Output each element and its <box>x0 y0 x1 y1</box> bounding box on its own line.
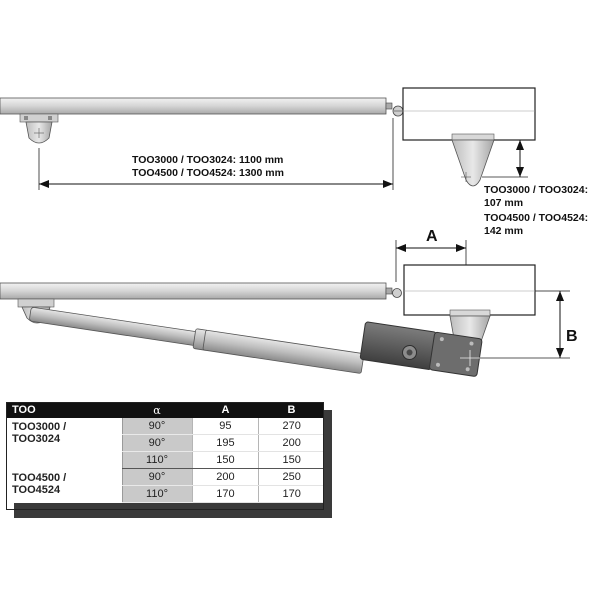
pillar-bottom <box>403 264 536 316</box>
model-line1: TOO3000 / <box>12 421 67 433</box>
gate-beam-top <box>0 97 387 115</box>
dimension-length-line1: TOO3000 / TOO3024: 1100 mm <box>132 154 283 166</box>
gate-bracket-top <box>19 113 59 144</box>
model-cell: TOO3000 / TOO3024 <box>6 418 122 469</box>
model-line1: TOO4500 / <box>12 471 67 484</box>
table-row: TOO3000 / TOO3024 90° 95 270 <box>6 418 324 469</box>
a-cell: 170 <box>191 485 259 503</box>
table-row: 110° 150 150 <box>6 451 324 469</box>
alpha-cell: 90° <box>121 434 192 452</box>
b-cell: 200 <box>258 434 324 452</box>
pillar-top <box>402 87 536 141</box>
dimension-table: TOO α A B TOO3000 / TOO3024 90° 95 270 9… <box>6 402 324 503</box>
table-row: TOO4500 / TOO4524 90° 200 250 <box>6 468 324 503</box>
model-line2: TOO4524 <box>12 483 61 496</box>
bottom-view: A B <box>0 228 578 377</box>
opener-arm <box>29 307 365 374</box>
label-a: A <box>426 228 438 245</box>
alpha-cell: 110° <box>121 451 192 469</box>
label-b: B <box>566 328 578 345</box>
dimension-offset-line4: 142 mm <box>484 225 523 237</box>
dimension-length-line2: TOO4500 / TOO4524: 1300 mm <box>132 167 284 179</box>
a-cell: 95 <box>191 418 259 435</box>
alpha-cell: 110° <box>121 485 192 503</box>
dimension-offset-line2: 107 mm <box>484 197 523 209</box>
dimension-offset-line3: TOO4500 / TOO4524: <box>484 212 588 224</box>
header-alpha: α <box>122 402 192 418</box>
b-cell: 250 <box>258 468 324 486</box>
table-row: 110° 170 170 <box>6 485 324 503</box>
dimension-offset-line1: TOO3000 / TOO3024: <box>484 184 588 196</box>
motor-unit <box>359 321 483 377</box>
table-row: 90° 195 200 <box>6 434 324 452</box>
header-a: A <box>192 402 259 418</box>
pillar-bracket-top <box>451 133 495 187</box>
header-b: B <box>258 402 324 418</box>
table-header-row: TOO α A B <box>6 402 324 418</box>
alpha-cell: 90° <box>121 468 192 486</box>
header-model: TOO <box>6 402 122 418</box>
top-view: TOO3000 / TOO3024: 1100 mm TOO4500 / TOO… <box>0 87 588 237</box>
gate-beam-bottom <box>0 282 387 300</box>
hinge-pin-bottom <box>392 288 402 298</box>
b-cell: 150 <box>258 451 324 469</box>
a-cell: 150 <box>191 451 259 469</box>
b-cell: 170 <box>258 485 324 503</box>
model-cell: TOO4500 / TOO4524 <box>6 468 122 503</box>
a-cell: 200 <box>191 468 259 486</box>
model-line2: TOO3024 <box>12 433 61 445</box>
b-cell: 270 <box>258 418 324 435</box>
a-cell: 195 <box>191 434 259 452</box>
alpha-cell: 90° <box>121 418 192 435</box>
